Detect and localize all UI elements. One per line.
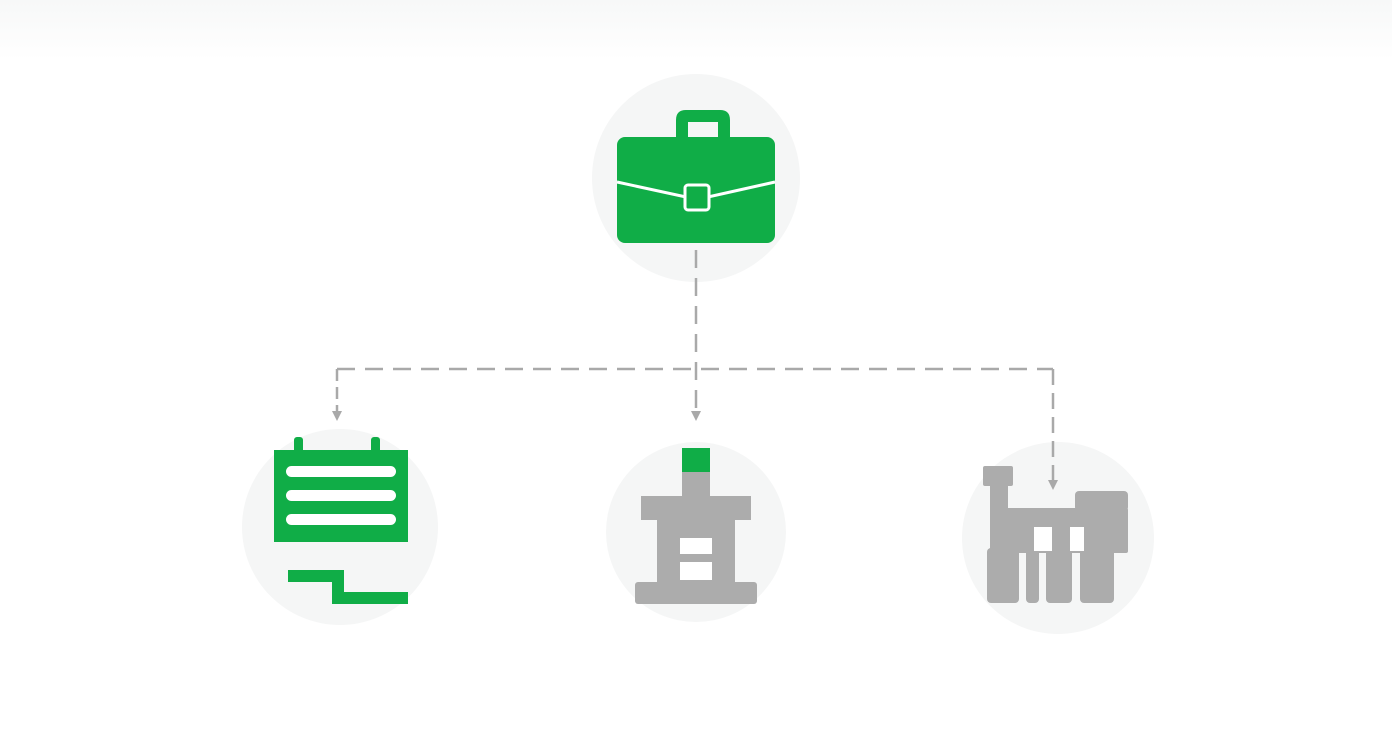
briefcase-icon [616,110,776,243]
connector-lines [332,250,1058,490]
green-cap [682,448,710,472]
machine-block-icon [983,466,1128,603]
building-block-icon [635,448,757,604]
signboard-icon [274,437,408,604]
top-band [0,0,1392,60]
